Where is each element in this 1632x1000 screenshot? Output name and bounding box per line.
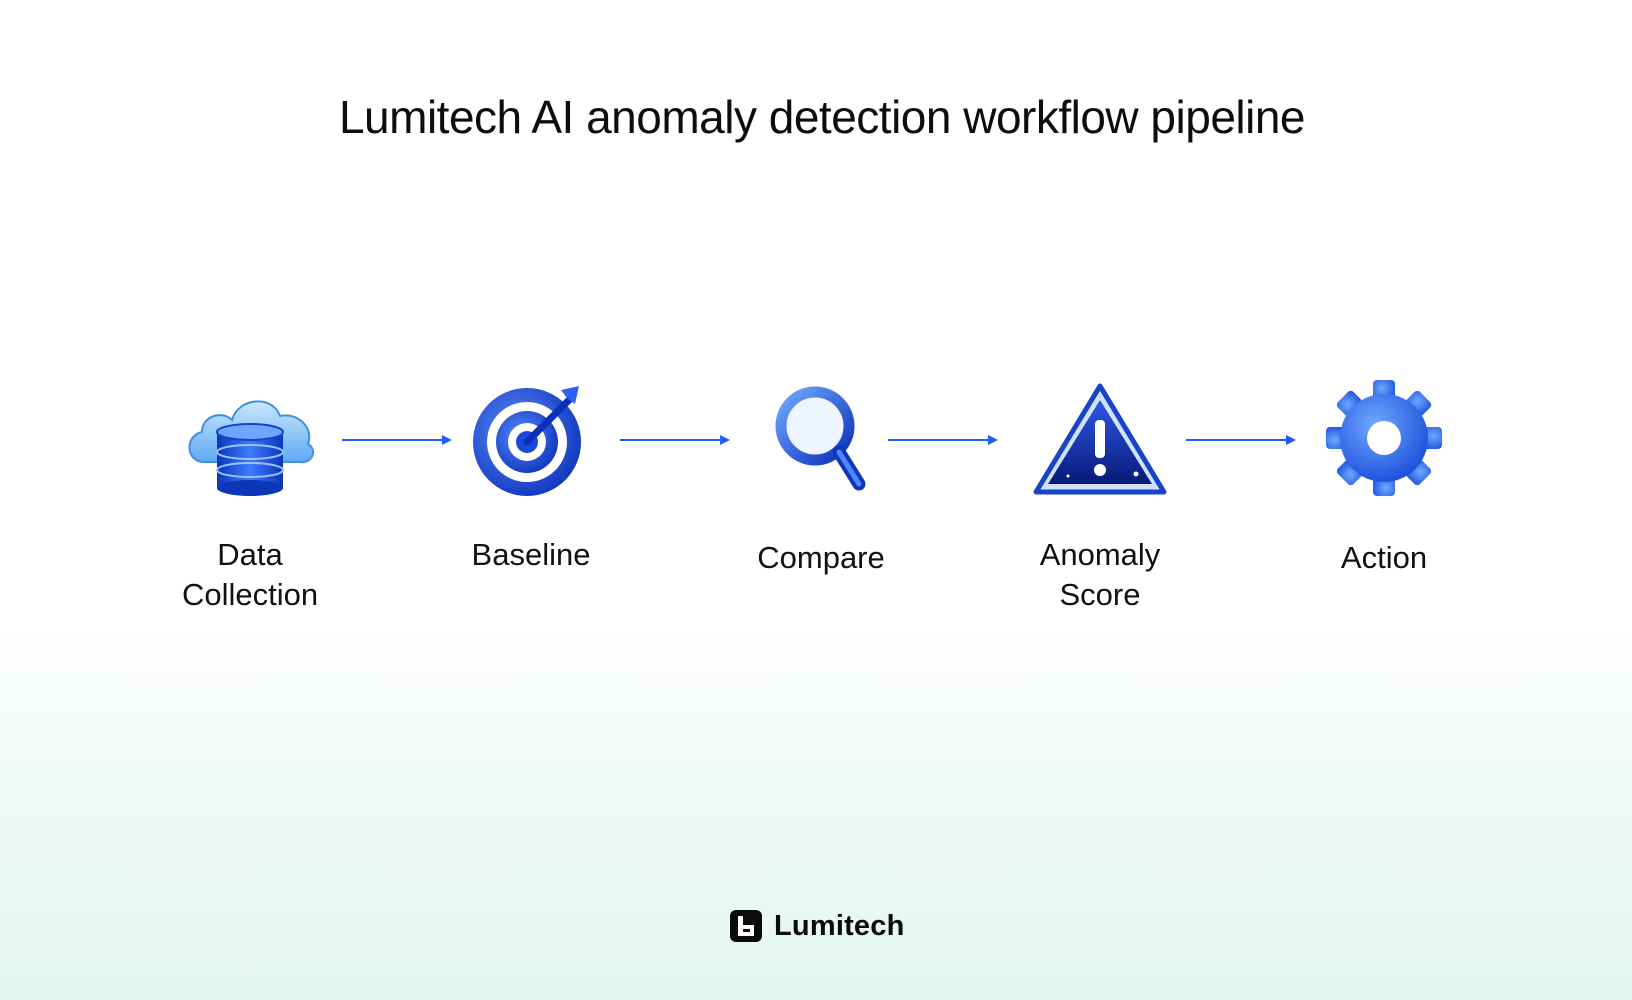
step-label: Anomaly	[1039, 537, 1161, 572]
cloud-database-icon	[188, 400, 315, 496]
step-label: Baseline	[471, 537, 591, 572]
flow-arrow	[342, 433, 452, 447]
step-data-collection: Data Collection	[130, 380, 370, 612]
brand-name: Lumitech	[774, 909, 905, 942]
lumitech-logo-icon	[730, 910, 762, 942]
gear-icon	[1326, 380, 1442, 496]
step-label: Data	[217, 537, 283, 572]
step-action: Action	[1264, 380, 1504, 575]
flow-arrow	[1186, 433, 1296, 447]
step-label: Compare	[757, 540, 885, 575]
step-compare: Compare	[701, 380, 941, 575]
step-label-line2: Collection	[181, 577, 319, 612]
brand-footer: Lumitech	[730, 908, 905, 944]
step-label-line2: Score	[1059, 577, 1141, 612]
step-baseline: Baseline	[411, 380, 651, 572]
target-arrow-icon	[473, 386, 581, 496]
step-label: Action	[1340, 540, 1428, 575]
magnifier-icon	[775, 386, 866, 491]
page-title: Lumitech AI anomaly detection workflow p…	[338, 91, 1306, 143]
step-anomaly-score: Anomaly Score	[980, 380, 1220, 612]
warning-triangle-icon	[1033, 383, 1167, 495]
flow-arrow	[620, 433, 730, 447]
flow-arrow	[888, 433, 998, 447]
